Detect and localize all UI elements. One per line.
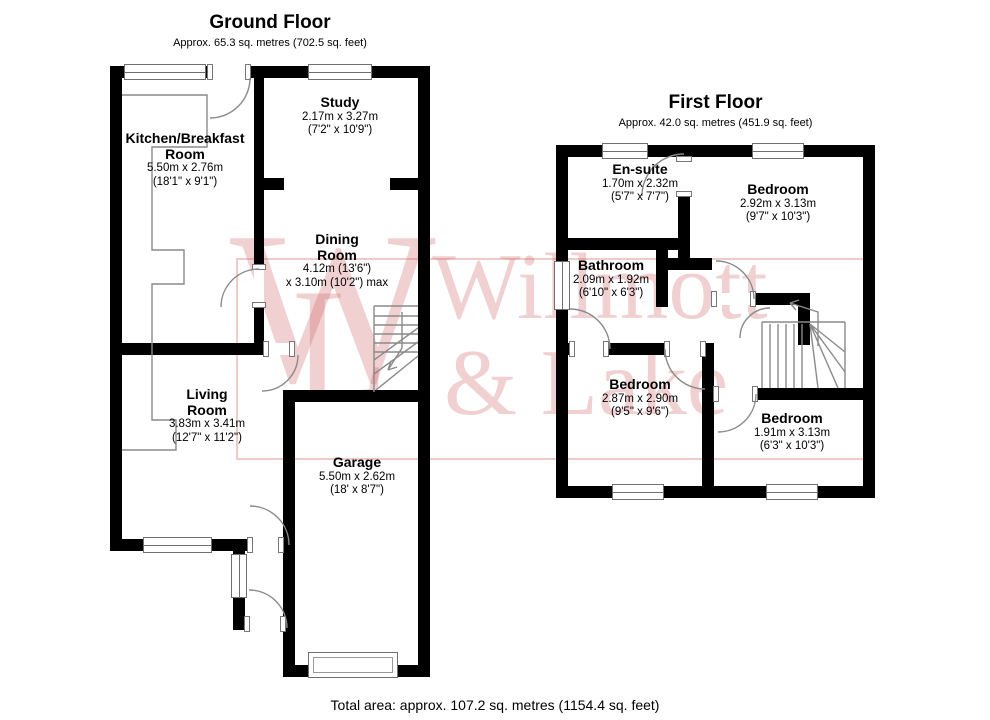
- first-floor-title: First Floor: [668, 92, 763, 113]
- room-dims-metric: 1.91m x 3.13m: [753, 426, 831, 439]
- window: [308, 64, 372, 80]
- window: [124, 64, 206, 80]
- wall-f-stairwell: [798, 293, 810, 345]
- wall-f-landing-top: [656, 258, 712, 270]
- wall-g-left: [110, 66, 122, 551]
- wall-f-left: [556, 145, 568, 498]
- wall-f-right: [863, 145, 875, 498]
- room-dims-metric: 5.50m x 2.62m: [318, 470, 396, 483]
- room-name: Bedroom: [609, 376, 671, 392]
- ground-floor-subtitle: Approx. 65.3 sq. metres (702.5 sq. feet): [173, 37, 367, 49]
- wall-f-bedroom-br-top: [757, 388, 875, 400]
- room-dims-imperial: (9'5" x 9'6"): [611, 406, 669, 419]
- room-name: Garage: [332, 454, 382, 470]
- room-label-living: Living Room 3.83m x 3.41m (12'7" x 11'2"…: [168, 386, 246, 445]
- room-dims-metric: 5.50m x 2.76m: [146, 162, 224, 175]
- room-dims-metric: 1.70m x 2.32m: [601, 177, 679, 190]
- room-dims-imperial: (6'3" x 10'3"): [759, 440, 825, 453]
- room-label-bedroom-bottom-left: Bedroom 2.87m x 2.90m (9'5" x 9'6"): [575, 376, 705, 420]
- room-dims-imperial: (9'7" x 10'3"): [745, 211, 811, 224]
- room-name: Living Room: [186, 386, 228, 418]
- room-name: Bedroom: [761, 410, 823, 426]
- room-label-dining: Dining Room 4.12m (13'6") x 3.10m (10'2"…: [286, 231, 388, 290]
- room-name: Study: [320, 94, 360, 110]
- room-name: En-suite: [612, 161, 668, 177]
- door-arc: [209, 77, 251, 119]
- door-opening: [664, 341, 706, 357]
- door-opening: [263, 341, 295, 357]
- first-floor-subtitle: Approx. 42.0 sq. metres (451.9 sq. feet): [618, 117, 813, 129]
- room-dims-metric: 2.87m x 2.90m: [601, 392, 679, 405]
- room-dims-imperial: (6'10" x 6'3"): [578, 287, 644, 300]
- door-opening: [244, 616, 286, 632]
- room-name: Bedroom: [747, 181, 809, 197]
- ground-floor-title: Ground Floor: [209, 12, 331, 33]
- room-label-bedroom-bottom-right: Bedroom 1.91m x 3.13m (6'3" x 10'3"): [727, 410, 857, 454]
- garage-door: [308, 652, 398, 678]
- window: [231, 554, 247, 598]
- wall-f-bottom: [556, 486, 875, 498]
- wall-g-kitchen-living: [110, 343, 254, 355]
- room-dims-imperial: (7'2" x 10'9"): [307, 124, 373, 137]
- window: [554, 261, 570, 310]
- door-opening: [252, 264, 266, 308]
- room-dims-imperial: (18'1" x 9'1"): [152, 175, 218, 188]
- window: [602, 143, 648, 159]
- room-label-bathroom: Bathroom 2.09m x 1.92m (6'10" x 6'3"): [551, 257, 671, 301]
- door-opening: [713, 386, 758, 402]
- door-opening: [247, 537, 284, 553]
- wall-f-ensuite-bottom: [556, 238, 690, 250]
- room-dims-metric: 4.12m (13'6"): [302, 263, 372, 276]
- door-opening: [207, 64, 251, 80]
- window: [143, 537, 212, 553]
- room-dims-imperial: (5'7" x 7'7"): [611, 191, 669, 204]
- room-label-ensuite: En-suite 1.70m x 2.32m (5'7" x 7'7"): [580, 161, 700, 205]
- wall-g-central-upper: [254, 66, 264, 265]
- room-label-kitchen: Kitchen/Breakfast Room 5.50m x 2.76m (18…: [105, 130, 265, 189]
- wall-g-study-divider-b: [390, 178, 418, 190]
- wall-g-right: [418, 66, 430, 677]
- room-dims-metric: 2.09m x 1.92m: [572, 273, 650, 286]
- wall-g-garage-left: [283, 390, 295, 677]
- wall-g-garage-top: [283, 390, 430, 402]
- room-label-study: Study 2.17m x 3.27m (7'2" x 10'9"): [280, 94, 400, 138]
- room-dims-imperial: x 3.10m (10'2") max: [285, 276, 389, 289]
- window: [766, 484, 818, 500]
- window: [752, 143, 804, 159]
- door-opening: [711, 291, 756, 307]
- wall-f-ensuite-right: [678, 196, 690, 268]
- room-label-garage: Garage 5.50m x 2.62m (18' x 8'7"): [297, 454, 417, 498]
- wall-g-study-divider-a: [264, 178, 284, 190]
- room-name: Dining Room: [315, 231, 359, 263]
- window: [612, 484, 664, 500]
- room-dims-metric: 2.17m x 3.27m: [301, 110, 379, 123]
- wall-f-mid-a: [556, 343, 570, 355]
- ground-floor-title-block: Ground Floor Approx. 65.3 sq. metres (70…: [110, 12, 430, 49]
- first-floor-title-block: First Floor Approx. 42.0 sq. metres (451…: [556, 92, 875, 129]
- wall-f-bedroom-bl-right: [702, 343, 714, 498]
- room-name: Kitchen/Breakfast Room: [125, 130, 245, 162]
- wall-g-central-lower: [254, 307, 264, 355]
- room-dims-metric: 2.92m x 3.13m: [739, 197, 817, 210]
- room-label-bedroom-top-right: Bedroom 2.92m x 3.13m (9'7" x 10'3"): [713, 181, 843, 225]
- room-dims-metric: 3.83m x 3.41m: [168, 418, 246, 431]
- total-area-text: Total area: approx. 107.2 sq. metres (11…: [330, 697, 660, 713]
- room-name: Bathroom: [577, 257, 645, 273]
- door-opening: [569, 341, 609, 357]
- room-dims-imperial: (18' x 8'7"): [330, 484, 384, 497]
- wall-f-mid-b: [608, 343, 665, 355]
- room-dims-imperial: (12'7" x 11'2"): [172, 431, 242, 444]
